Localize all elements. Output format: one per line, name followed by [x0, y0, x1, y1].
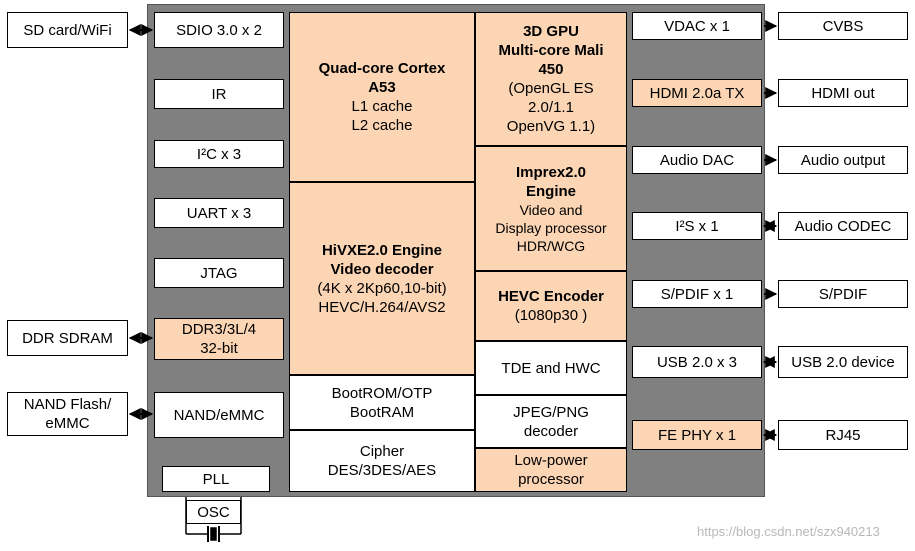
- sdio-box: SDIO 3.0 x 2: [154, 12, 284, 48]
- watermark-text: https://blog.csdn.net/szx940213: [697, 524, 880, 539]
- hevc-encoder-box: HEVC Encoder (1080p30 ): [475, 271, 627, 341]
- jpeg-png-decoder-box: JPEG/PNG decoder: [475, 395, 627, 448]
- video-decoder-title: HiVXE2.0 Engine Video decoder: [321, 241, 443, 278]
- nand-flash-emmc-box: NAND Flash/ eMMC: [7, 392, 128, 436]
- cvbs-box: CVBS: [778, 12, 908, 40]
- sd-wifi-box: SD card/WiFi: [7, 12, 128, 48]
- imprex-subtitle: Video and Display processor HDR/WCG: [495, 201, 607, 254]
- hevc-encoder-title: HEVC Encoder: [498, 288, 604, 305]
- cpu-title: Quad-core Cortex A53: [318, 60, 446, 96]
- ir-box: IR: [154, 79, 284, 109]
- hdmi-out-box: HDMI out: [778, 79, 908, 107]
- nand-emmc-controller-box: NAND/eMMC: [154, 392, 284, 438]
- video-decoder-subtitle: (4K x 2Kp60,10-bit) HEVC/H.264/AVS2: [317, 279, 447, 316]
- tde-hwc-box: TDE and HWC: [475, 341, 627, 395]
- hdmi-tx-box: HDMI 2.0a TX: [632, 79, 762, 107]
- gpu-title: 3D GPU Multi-core Mali 450: [498, 23, 604, 78]
- low-power-processor-box: Low-power processor: [475, 448, 627, 492]
- vdac-box: VDAC x 1: [632, 12, 762, 40]
- jtag-box: JTAG: [154, 258, 284, 288]
- uart-box: UART x 3: [154, 198, 284, 228]
- ddr-sdram-box: DDR SDRAM: [7, 320, 128, 356]
- audio-dac-box: Audio DAC: [632, 146, 762, 174]
- gpu-subtitle: (OpenGL ES 2.0/1.1 OpenVG 1.1): [506, 80, 596, 135]
- pll-box: PLL: [162, 466, 270, 492]
- bootrom-box: BootROM/OTP BootRAM: [289, 375, 475, 430]
- usb-device-box: USB 2.0 device: [778, 346, 908, 378]
- video-decoder-box: HiVXE2.0 Engine Video decoder (4K x 2Kp6…: [289, 182, 475, 375]
- osc-box: OSC: [186, 500, 241, 524]
- spdif-out-box: S/PDIF x 1: [632, 280, 762, 308]
- osc-crystal-symbol: [185, 497, 242, 542]
- audio-codec-box: Audio CODEC: [778, 212, 908, 240]
- cipher-box: Cipher DES/3DES/AES: [289, 430, 475, 492]
- usb-host-box: USB 2.0 x 3: [632, 346, 762, 378]
- imprex-engine-box: Imprex2.0 Engine Video and Display proce…: [475, 146, 627, 271]
- gpu-mali-box: 3D GPU Multi-core Mali 450 (OpenGL ES 2.…: [475, 12, 627, 146]
- cpu-quad-core-a53-box: Quad-core Cortex A53 L1 cache L2 cache: [289, 12, 475, 182]
- i2s-box: I²S x 1: [632, 212, 762, 240]
- imprex-title: Imprex2.0 Engine: [515, 163, 587, 200]
- audio-output-box: Audio output: [778, 146, 908, 174]
- i2c-box: I²C x 3: [154, 140, 284, 168]
- ddr-controller-box: DDR3/3L/4 32-bit: [154, 318, 284, 360]
- fe-phy-box: FE PHY x 1: [632, 420, 762, 450]
- spdif-ext-box: S/PDIF: [778, 280, 908, 308]
- cpu-subtitle: L1 cache L2 cache: [351, 98, 413, 134]
- rj45-box: RJ45: [778, 420, 908, 450]
- hevc-encoder-subtitle: (1080p30 ): [514, 307, 588, 324]
